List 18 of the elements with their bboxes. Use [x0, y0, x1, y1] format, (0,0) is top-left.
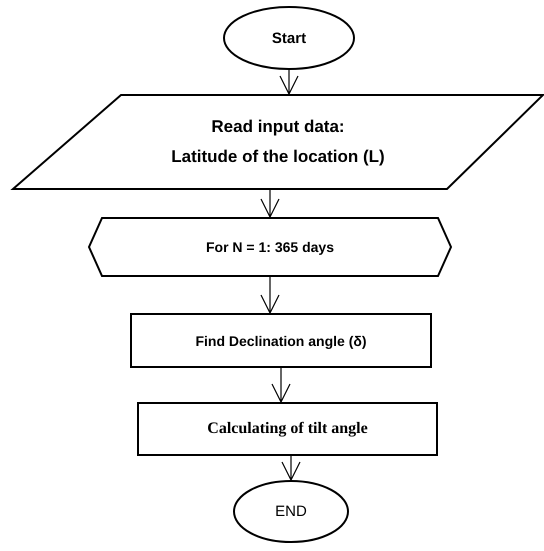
- arrow: [260, 190, 280, 218]
- arrow: [260, 277, 280, 314]
- loop-hexagon: [88, 217, 452, 277]
- end-terminal: [233, 480, 349, 543]
- start-terminal: [223, 6, 355, 70]
- arrow: [271, 368, 291, 403]
- input-parallelogram: [12, 94, 544, 190]
- node-label: Read input data:: [211, 117, 345, 137]
- process-box: [137, 402, 438, 456]
- node-label: Latitude of the location (L): [171, 147, 385, 167]
- node-label: Calculating of tilt angle: [207, 420, 368, 438]
- node-label: For N = 1: 365 days: [206, 239, 334, 255]
- node-label: Find Declination angle (δ): [195, 332, 367, 348]
- process-box: [130, 313, 432, 368]
- arrow: [281, 456, 301, 481]
- node-label: Start: [272, 30, 306, 46]
- node-label: END: [275, 503, 307, 520]
- arrow: [279, 70, 299, 95]
